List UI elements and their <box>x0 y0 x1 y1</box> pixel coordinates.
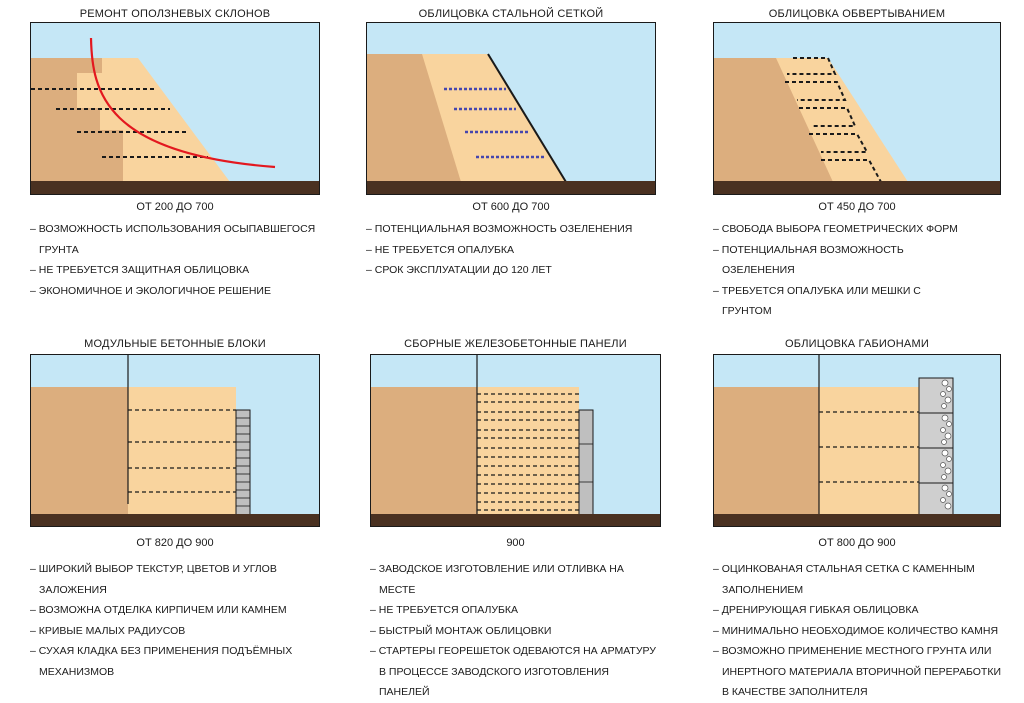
list-item: ВОЗМОЖНО ПРИМЕНЕНИЕ МЕСТНОГО ГРУНТА ИЛИ … <box>713 641 1001 703</box>
panel-modular-blocks: МОДУЛЬНЫЕ БЕТОННЫЕ БЛОКИ <box>30 330 320 690</box>
native-soil <box>367 54 461 182</box>
panel-title: МОДУЛЬНЫЕ БЕТОННЫЕ БЛОКИ <box>84 338 266 350</box>
feature-list: ПОТЕНЦИАЛЬНАЯ ВОЗМОЖНОСТЬ ОЗЕЛЕНЕНИЯ НЕ … <box>366 219 656 281</box>
list-item: ЗАВОДСКОЕ ИЗГОТОВЛЕНИЕ ИЛИ ОТЛИВКА НА МЕ… <box>370 559 661 600</box>
geogrid-layers <box>128 409 236 493</box>
panel-landslide-repair: РЕМОНТ ОПОЛЗНЕВЫХ СКЛОНОВ ОТ 200 ДО 700 … <box>30 0 320 320</box>
cost-label: ОТ 450 ДО 700 <box>818 201 896 213</box>
list-item: СРОК ЭКСПЛУАТАЦИИ ДО 120 ЛЕТ <box>366 260 656 281</box>
diagram-precast-panels <box>370 354 661 527</box>
feature-list: СВОБОДА ВЫБОРА ГЕОМЕТРИЧЕСКИХ ФОРМ ПОТЕН… <box>713 219 963 322</box>
ground <box>31 514 319 526</box>
steel-mesh-face <box>487 53 567 183</box>
diagram-wrap-facing <box>713 22 1001 195</box>
frame <box>366 22 656 195</box>
ground <box>371 514 660 526</box>
diagram-gabion-facing <box>713 354 1001 527</box>
list-item: ПОТЕНЦИАЛЬНАЯ ВОЗМОЖНОСТЬ ОЗЕЛЕНЕНИЯ <box>713 240 963 281</box>
native-soil <box>714 387 819 518</box>
list-item: ЭКОНОМИЧНОЕ И ЭКОЛОГИЧНОЕ РЕШЕНИЕ <box>30 281 320 302</box>
panel-wrap-facing: ОБЛИЦОВКА ОБВЕРТЫВАНИЕМ ОТ 450 ДО 700 СВ… <box>713 0 1001 330</box>
frame <box>30 22 320 195</box>
slip-surface-curve <box>89 37 276 169</box>
native-soil <box>371 387 477 518</box>
feature-list: ЗАВОДСКОЕ ИЗГОТОВЛЕНИЕ ИЛИ ОТЛИВКА НА МЕ… <box>370 559 661 703</box>
list-item: ПОТЕНЦИАЛЬНАЯ ВОЗМОЖНОСТЬ ОЗЕЛЕНЕНИЯ <box>366 219 656 240</box>
list-item: НЕ ТРЕБУЕТСЯ ЗАЩИТНАЯ ОБЛИЦОВКА <box>30 260 320 281</box>
list-item: ВОЗМОЖНА ОТДЕЛКА КИРПИЧЕМ ИЛИ КАМНЕМ <box>30 600 320 621</box>
list-item: ТРЕБУЕТСЯ ОПАЛУБКА ИЛИ МЕШКИ С ГРУНТОМ <box>713 281 963 322</box>
feature-list: ОЦИНКОВАНАЯ СТАЛЬНАЯ СЕТКА С КАМЕННЫМ ЗА… <box>713 559 1001 703</box>
list-item: МИНИМАЛЬНО НЕОБХОДИМОЕ КОЛИЧЕСТВО КАМНЯ <box>713 621 1001 642</box>
gabion-stones <box>940 379 952 510</box>
list-item: НЕ ТРЕБУЕТСЯ ОПАЛУБКА <box>366 240 656 261</box>
reinforced-soil-zone <box>128 387 236 518</box>
reinforced-soil-zone <box>819 387 919 518</box>
diagram-landslide-repair <box>30 22 320 195</box>
ground <box>714 181 1000 194</box>
feature-list: ВОЗМОЖНОСТЬ ИСПОЛЬЗОВАНИЯ ОСЫПАВШЕГОСЯ Г… <box>30 219 320 301</box>
cost-label: ОТ 820 ДО 900 <box>136 537 214 549</box>
cost-label: ОТ 800 ДО 900 <box>818 537 896 549</box>
panel-title: ОБЛИЦОВКА СТАЛЬНОЙ СЕТКОЙ <box>418 8 604 20</box>
cost-label: 900 <box>506 537 525 549</box>
cost-label: ОТ 600 ДО 700 <box>472 201 550 213</box>
feature-list: ШИРОКИЙ ВЫБОР ТЕКСТУР, ЦВЕТОВ И УГЛОВ ЗА… <box>30 559 320 682</box>
list-item: КРИВЫЕ МАЛЫХ РАДИУСОВ <box>30 621 320 642</box>
panel-title: ОБЛИЦОВКА ГАБИОНАМИ <box>785 338 929 350</box>
list-item: СТАРТЕРЫ ГЕОРЕШЕТОК ОДЕВАЮТСЯ НА АРМАТУР… <box>370 641 661 703</box>
frame <box>713 22 1001 195</box>
diagram-steel-mesh-facing <box>366 22 656 195</box>
list-item: ДРЕНИРУЮЩАЯ ГИБКАЯ ОБЛИЦОВКА <box>713 600 1001 621</box>
list-item: НЕ ТРЕБУЕТСЯ ОПАЛУБКА <box>370 600 661 621</box>
panel-title: СБОРНЫЕ ЖЕЛЕЗОБЕТОННЫЕ ПАНЕЛИ <box>404 338 627 350</box>
cost-label: ОТ 200 ДО 700 <box>136 201 214 213</box>
list-item: ВОЗМОЖНОСТЬ ИСПОЛЬЗОВАНИЯ ОСЫПАВШЕГОСЯ Г… <box>30 219 320 260</box>
reinforced-soil-zone <box>477 387 579 518</box>
panel-title: РЕМОНТ ОПОЛЗНЕВЫХ СКЛОНОВ <box>79 8 271 20</box>
list-item: СВОБОДА ВЫБОРА ГЕОМЕТРИЧЕСКИХ ФОРМ <box>713 219 963 240</box>
strip-reinforcement <box>477 393 579 511</box>
native-soil <box>714 58 833 182</box>
block-facing <box>235 409 251 519</box>
list-item: ОЦИНКОВАНАЯ СТАЛЬНАЯ СЕТКА С КАМЕННЫМ ЗА… <box>713 559 1001 600</box>
list-item: СУХАЯ КЛАДКА БЕЗ ПРИМЕНЕНИЯ ПОДЪЁМНЫХ МЕ… <box>30 641 320 682</box>
frame <box>370 354 661 527</box>
geogrid-layers <box>819 411 919 483</box>
concrete-panel-facing <box>578 409 594 519</box>
panel-gabion-facing: ОБЛИЦОВКА ГАБИОНАМИ ОТ 800 <box>713 330 1001 701</box>
ground <box>367 181 655 194</box>
native-soil <box>31 387 128 518</box>
panel-title: ОБЛИЦОВКА ОБВЕРТЫВАНИЕМ <box>768 8 946 20</box>
frame <box>30 354 320 527</box>
list-item: ШИРОКИЙ ВЫБОР ТЕКСТУР, ЦВЕТОВ И УГЛОВ ЗА… <box>30 559 320 600</box>
geogrid-layers <box>444 87 544 159</box>
list-item: БЫСТРЫЙ МОНТАЖ ОБЛИЦОВКИ <box>370 621 661 642</box>
panel-steel-mesh-facing: ОБЛИЦОВКА СТАЛЬНОЙ СЕТКОЙ ОТ 600 ДО 700 … <box>366 0 656 320</box>
diagram-modular-blocks <box>30 354 320 527</box>
ground <box>714 514 1000 526</box>
ground <box>31 181 319 194</box>
panel-precast-panels: СБОРНЫЕ ЖЕЛЕЗОБЕТОННЫЕ ПАНЕЛИ <box>370 330 661 698</box>
frame <box>713 354 1001 527</box>
